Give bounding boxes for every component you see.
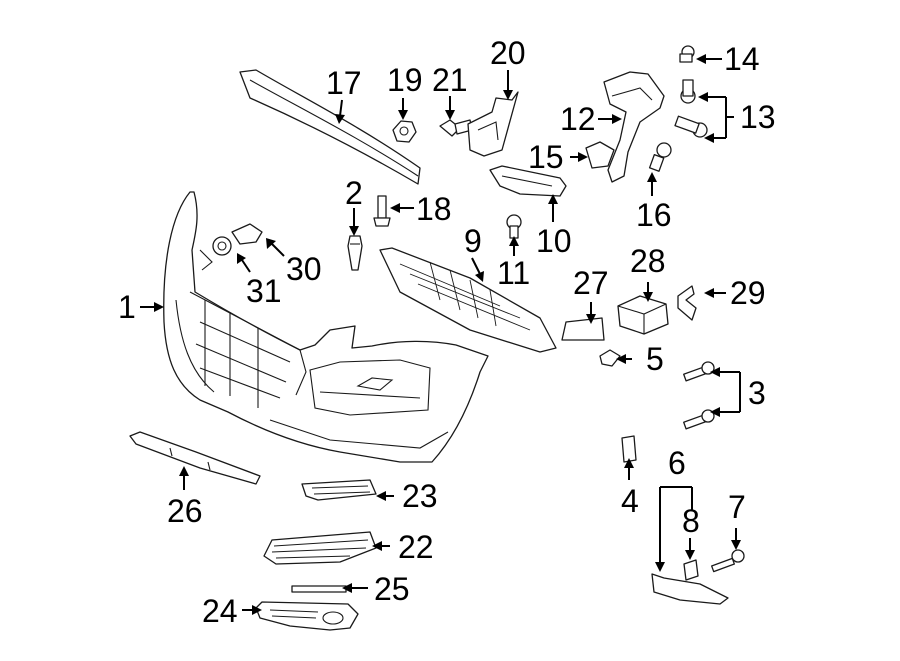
plate-part: [561, 317, 605, 341]
callout-24: 24: [202, 593, 238, 629]
module-part: [617, 295, 669, 335]
grille-22-part: [263, 531, 377, 565]
bolt-16-part: [648, 142, 672, 172]
callout-18: 18: [416, 191, 452, 227]
callout-13: 13: [740, 99, 776, 135]
callout-3: 3: [748, 375, 766, 411]
callout-22: 22: [398, 529, 434, 565]
sensor-30-part: [231, 223, 263, 245]
bolt-18-part: [373, 195, 391, 227]
callout-23: 23: [402, 478, 438, 514]
callout-8: 8: [682, 503, 700, 539]
callout-19: 19: [387, 62, 423, 98]
trim-strip-part: [129, 431, 261, 485]
callout-11: 11: [497, 255, 530, 291]
callout-20: 20: [490, 35, 526, 71]
bracket-29-part: [677, 285, 697, 321]
callout-1: 1: [118, 289, 136, 325]
bolt-13-lower-part: [674, 115, 708, 138]
callout-30: 30: [286, 251, 322, 287]
leader-lines: [140, 58, 741, 611]
grille-23-part: [301, 479, 377, 501]
callout-15: 15: [528, 139, 564, 175]
stud-part: [347, 235, 363, 271]
callout-29: 29: [730, 275, 766, 311]
callout-9: 9: [464, 223, 482, 259]
bolt-21-part: [439, 119, 473, 137]
callout-14: 14: [724, 41, 760, 77]
callout-25: 25: [374, 571, 410, 607]
shield-part: [379, 247, 557, 353]
bracket-20-part: [467, 91, 519, 157]
callout-16: 16: [636, 197, 672, 233]
callout-10: 10: [536, 223, 572, 259]
callout-numbers: 1 2 3 4 5 6 7 8 9 10 11 12 13 14 15 16 1…: [118, 35, 776, 629]
clip-5-part: [599, 349, 621, 367]
grille-24-part: [255, 601, 359, 631]
callout-2: 2: [345, 175, 363, 211]
molding-part: [291, 585, 347, 593]
guide-bracket-12-part: [603, 71, 665, 183]
callout-31: 31: [246, 273, 282, 309]
bolt-11-part: [506, 214, 522, 239]
callout-26: 26: [167, 493, 203, 529]
arrowheads: [154, 54, 741, 615]
callout-12: 12: [560, 101, 596, 137]
bolt-3-upper-part: [683, 361, 715, 382]
callout-17: 17: [326, 65, 362, 101]
callout-7: 7: [728, 489, 746, 525]
clip-8-part: [683, 559, 699, 581]
callout-28: 28: [630, 243, 666, 279]
bracket-10-part: [489, 165, 567, 197]
cap-part: [621, 435, 637, 463]
callout-6: 6: [668, 445, 686, 481]
bumper-cover-part: [163, 191, 489, 463]
deflector-part: [651, 573, 729, 605]
clip-15-part: [585, 141, 615, 169]
screw-7-part: [710, 549, 745, 573]
nut-part: [392, 120, 417, 143]
callout-4: 4: [621, 483, 639, 519]
callout-27: 27: [573, 265, 609, 301]
sensor-31-part: [212, 236, 232, 256]
bolt-3-lower-part: [683, 409, 715, 430]
bolt-14-part: [679, 45, 695, 63]
bolt-13-upper-part: [680, 79, 696, 104]
callout-21: 21: [432, 62, 468, 98]
absorber-upper-part: [239, 69, 421, 185]
callout-5: 5: [646, 341, 664, 377]
